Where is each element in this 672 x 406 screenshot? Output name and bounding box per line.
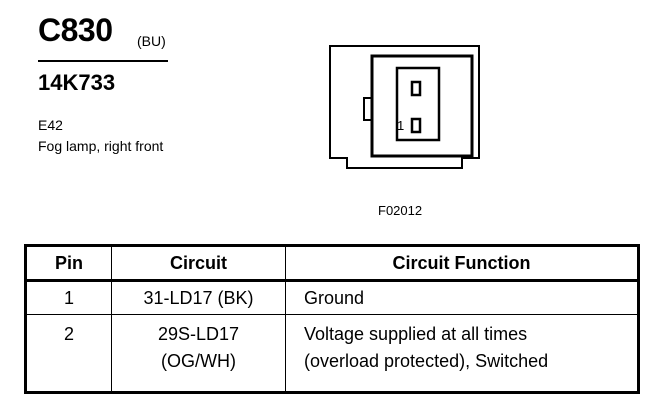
row-function-line: Ground	[304, 287, 365, 308]
row-circuit: 29S-LD17 (OG/WH)	[111, 314, 286, 393]
location-code: E42	[38, 117, 63, 133]
table-row: 2 29S-LD17 (OG/WH) Voltage supplied at a…	[25, 314, 639, 393]
connector-description: Fog lamp, right front	[38, 138, 164, 154]
pin-1-terminal	[410, 117, 422, 134]
header-circuit-function: Circuit Function	[285, 245, 639, 282]
connector-face-diagram	[329, 45, 480, 169]
row-circuit: 31-LD17 (BK)	[111, 280, 286, 315]
row-function-line: (overload protected), Switched	[304, 351, 549, 371]
row-function-line: Voltage supplied at all times	[304, 324, 528, 344]
table-header-row: Pin Circuit Circuit Function	[25, 245, 639, 282]
row-function: Voltage supplied at all times (overload …	[285, 314, 639, 393]
connector-id: C830	[38, 12, 113, 48]
part-number: 14K733	[38, 70, 116, 95]
figure-id: F02012	[378, 203, 423, 218]
row-circuit-line: (OG/WH)	[161, 351, 236, 371]
connector-latch-tab	[363, 97, 372, 121]
row-circuit-line: 31-LD17 (BK)	[143, 287, 254, 308]
row-pin: 2	[25, 314, 112, 393]
pinout-table: Pin Circuit Circuit Function 1 31-LD17 (…	[24, 244, 640, 394]
header-pin: Pin	[25, 245, 112, 282]
connector-cavity-block	[395, 66, 441, 142]
row-function: Ground	[285, 280, 639, 315]
connector-inner-housing	[370, 54, 474, 158]
connector-color-code: (BU)	[137, 33, 166, 49]
connector-outer-shell	[329, 45, 480, 169]
pin-1-label: 1	[397, 118, 405, 133]
row-pin: 1	[25, 280, 112, 315]
row-circuit-line: 29S-LD17	[157, 324, 240, 344]
pin-2-terminal	[410, 80, 422, 97]
table-row: 1 31-LD17 (BK) Ground	[25, 280, 639, 315]
header-circuit: Circuit	[111, 245, 286, 282]
title-underline	[38, 60, 168, 62]
